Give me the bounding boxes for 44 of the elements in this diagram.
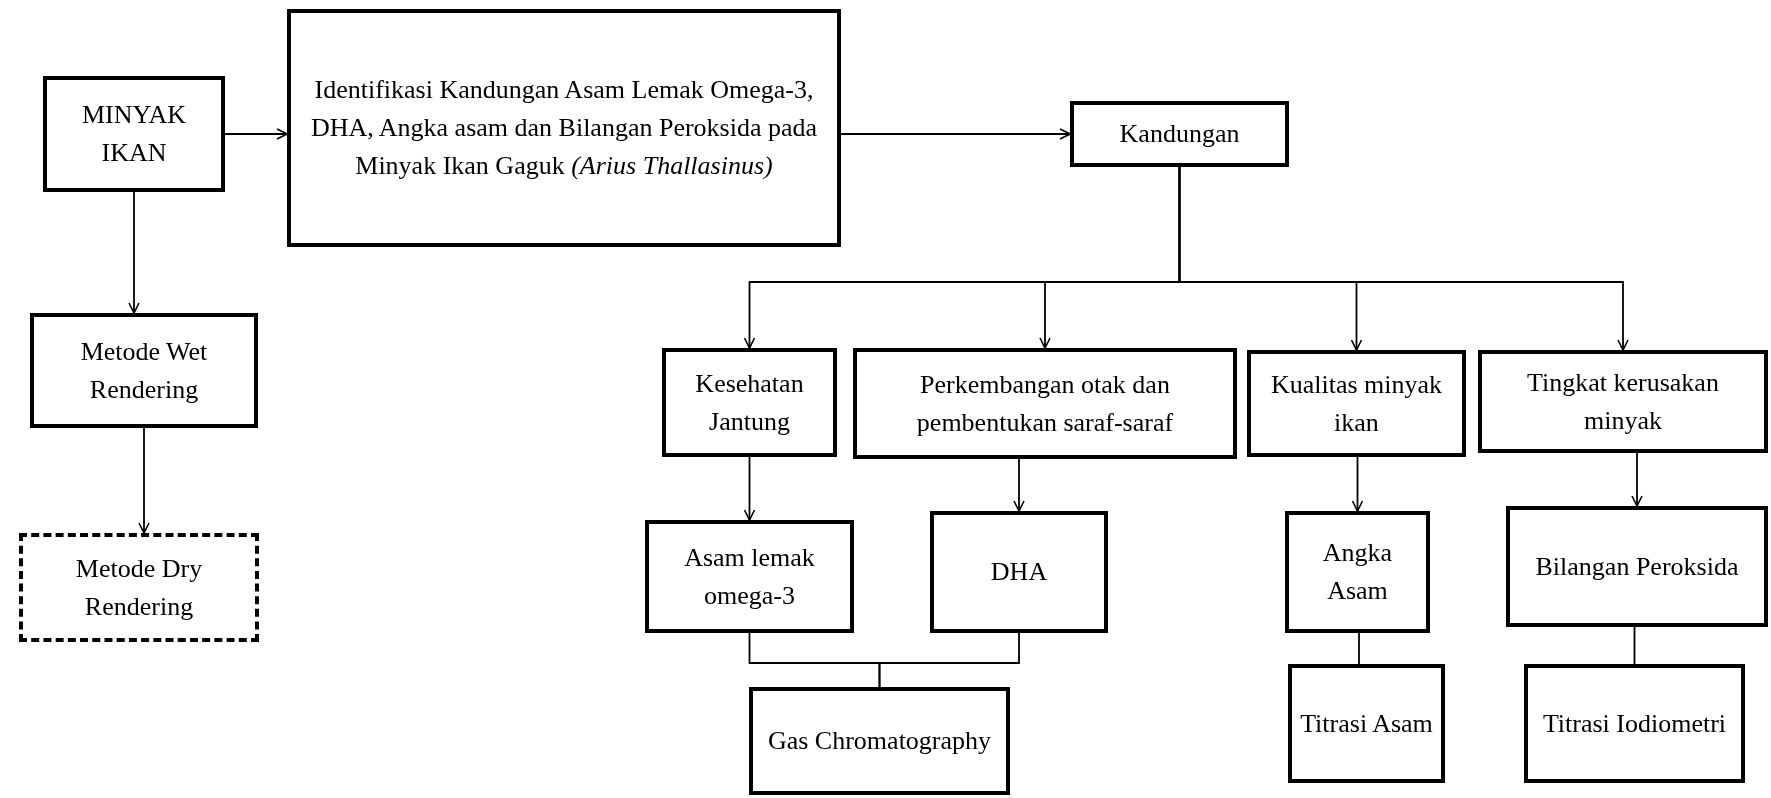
process-box [749, 687, 1010, 795]
arrow [1178, 166, 1629, 351]
arrow [1013, 458, 1025, 512]
box-text: Gas Chromatography [767, 725, 992, 758]
connector-line [1358, 632, 1360, 665]
process-box [43, 76, 225, 192]
arrow [128, 191, 140, 314]
box-text: Titrasi Iodiometri [1542, 707, 1727, 740]
process-box [1478, 350, 1768, 453]
connector-line [878, 632, 1020, 688]
process-box [287, 9, 841, 247]
connector-line [1633, 626, 1636, 665]
box-text: Kandungan [1119, 118, 1240, 151]
process-box [1247, 350, 1466, 457]
process-box [645, 520, 854, 633]
process-box [662, 348, 837, 457]
box-text: Tingkat kerusakan minyak [1526, 366, 1720, 437]
box-text: MINYAK IKAN [81, 99, 187, 169]
box-text: Kualitas minyak ikan [1269, 368, 1444, 439]
arrow [224, 128, 288, 140]
process-box [1070, 101, 1289, 167]
box-text: Kesehatan Jantung [694, 367, 805, 438]
arrow [1351, 456, 1364, 512]
arrow [743, 456, 756, 521]
process-box [1506, 506, 1768, 627]
box-text: Metode Dry Rendering [74, 552, 204, 623]
process-box [1285, 511, 1430, 633]
box-text: Bilangan Peroksida [1535, 550, 1739, 583]
process-box [1288, 664, 1445, 783]
box-text: DHA [990, 556, 1048, 589]
box-text: Asam lemak omega-3 [683, 541, 816, 612]
process-box [930, 511, 1108, 633]
box-text: Identifikasi Kandungan Asam Lemak Omega-3, DHA, Angka asam dan Bilangan Peroksida pada Minyak Ikan Gaguk (Arius Thallasinus) [309, 74, 819, 182]
box-text: Metode Wet Rendering [79, 335, 209, 406]
arrow [138, 427, 150, 534]
process-box [853, 348, 1237, 459]
process-box [19, 533, 259, 642]
box-text: Titrasi Asam [1300, 707, 1433, 740]
arrow [1631, 452, 1643, 507]
arrow [840, 128, 1071, 140]
box-text: Angka Asam [1321, 537, 1394, 607]
process-box [1524, 664, 1745, 783]
box-text: Perkembangan otak dan pembentukan saraf-saraf [915, 368, 1175, 439]
process-box [30, 313, 258, 428]
